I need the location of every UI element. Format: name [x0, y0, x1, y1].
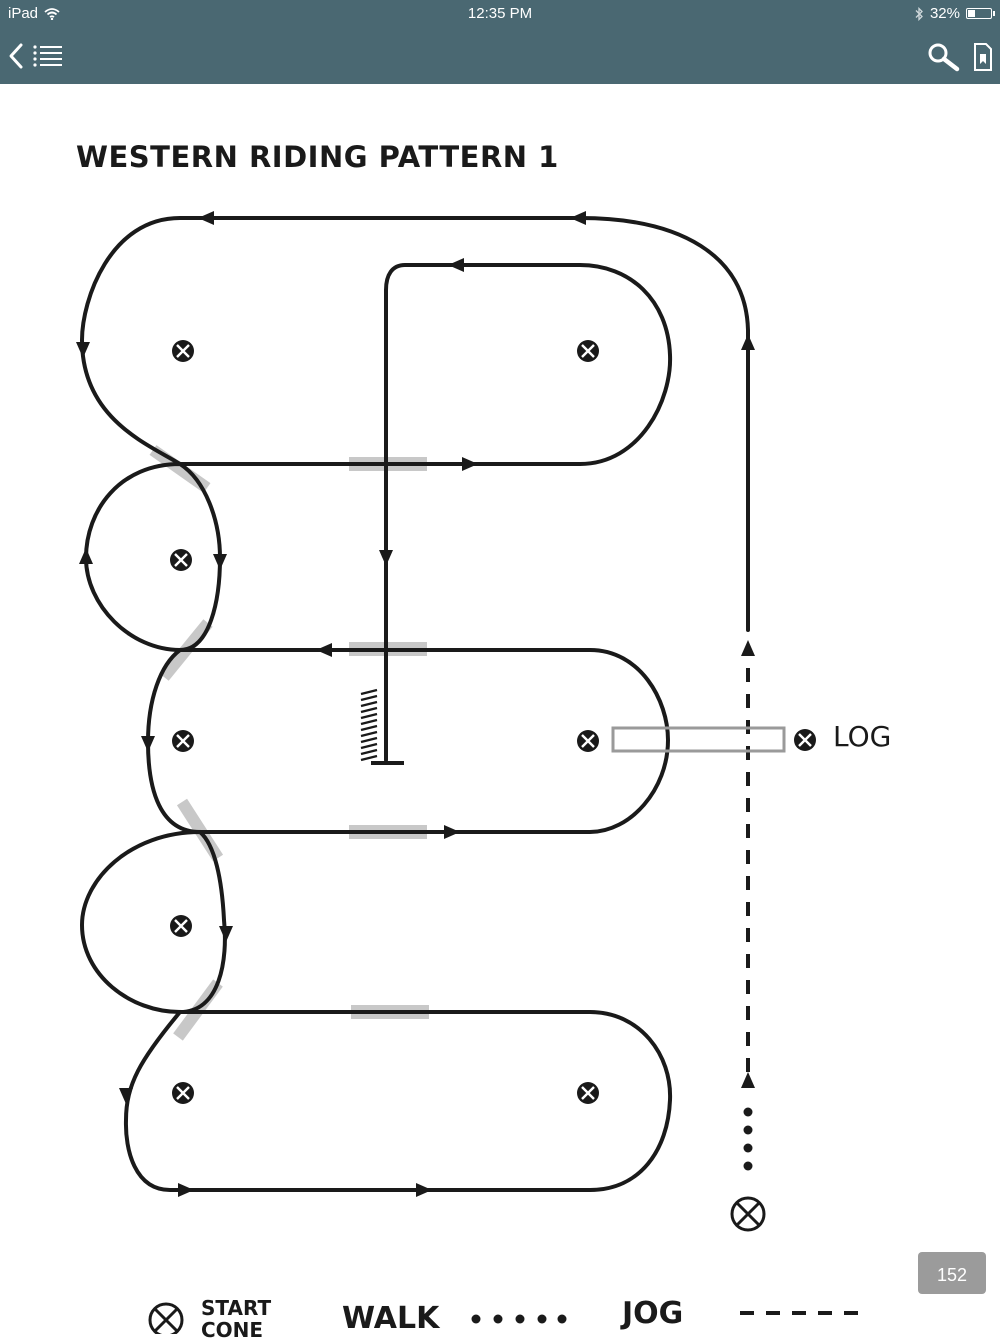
arrow-right: [178, 1183, 194, 1197]
arrow-left: [448, 258, 464, 272]
status-bar: iPad 12:35 PM 32%: [0, 0, 1000, 28]
cones: [168, 338, 818, 1106]
back-up-marker: [360, 688, 404, 765]
list-icon[interactable]: [32, 44, 64, 68]
arrow-up: [741, 334, 755, 350]
clock: 12:35 PM: [467, 5, 533, 22]
cone-marker: [170, 728, 196, 754]
legend-walk-dots: [471, 1314, 567, 1324]
arrow-right: [462, 457, 478, 471]
bookmark-icon[interactable]: [972, 42, 994, 72]
battery-icon: [966, 8, 995, 19]
legend-walk-label: WALK: [342, 1301, 440, 1336]
chevron-left-icon[interactable]: [6, 42, 26, 70]
cone-marker: [575, 338, 601, 364]
arrow-down: [219, 926, 233, 942]
log-obstacle: [611, 726, 786, 753]
nav-bar: [0, 28, 1000, 84]
status-right: 32%: [914, 5, 995, 22]
arrow-left: [198, 211, 214, 225]
arrow-left: [316, 643, 332, 657]
cone-marker: [168, 913, 194, 939]
legend-start-cone-text: START CONE: [201, 1296, 272, 1342]
arrow-up: [741, 1072, 755, 1088]
cone-marker: [792, 727, 818, 753]
legend-start-cone-icon: [148, 1302, 184, 1334]
cone-marker: [168, 547, 194, 573]
page-number-badge[interactable]: 152: [918, 1252, 986, 1294]
arrow-right: [444, 825, 460, 839]
search-icon[interactable]: [926, 42, 962, 72]
wifi-icon: [44, 7, 60, 20]
page-title: WESTERN RIDING PATTERN 1: [76, 140, 559, 174]
battery-fill: [968, 10, 975, 17]
status-left: iPad: [8, 5, 60, 22]
cone-marker: [575, 728, 601, 754]
arrow-down: [213, 554, 227, 570]
arrow-right: [416, 1183, 432, 1197]
arrow-left: [570, 211, 586, 225]
arrow-down: [76, 342, 90, 358]
arrow-down: [119, 1088, 133, 1104]
legend-start-cone-label: START CONE: [201, 1297, 273, 1341]
cone-marker: [170, 1080, 196, 1106]
arrow-up: [79, 548, 93, 564]
cone-marker: [575, 1080, 601, 1106]
pattern-path: [80, 216, 750, 1192]
log-label: LOG: [833, 720, 891, 753]
arrow-down: [141, 736, 155, 752]
device-name: iPad: [8, 5, 39, 22]
battery-percent: 32%: [929, 5, 960, 22]
direction-arrows: [76, 211, 755, 1197]
arrow-down: [379, 550, 393, 566]
bluetooth-icon: [915, 6, 923, 21]
legend-jog-label: JOG: [622, 1296, 684, 1331]
walk-dots: [743, 1107, 753, 1171]
arrow-up: [741, 640, 755, 656]
cone-marker: [170, 338, 196, 364]
start-cone-icon: [730, 1196, 766, 1232]
